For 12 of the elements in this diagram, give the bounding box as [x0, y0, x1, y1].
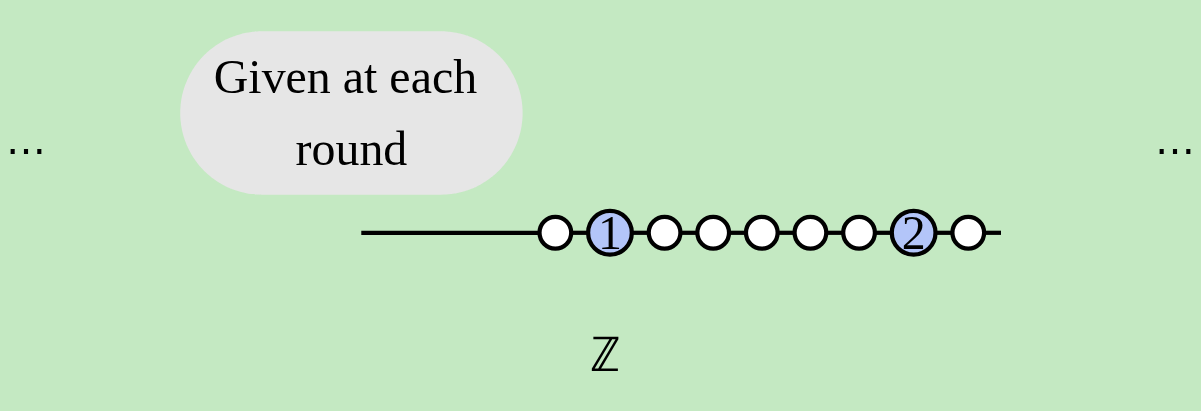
ellipsis: ⋯ — [1154, 126, 1196, 174]
node-circle — [950, 214, 987, 251]
node-circle — [841, 214, 877, 251]
node-circle: 1 — [586, 208, 634, 257]
node-circle — [646, 214, 683, 251]
node-circle — [792, 214, 829, 251]
ellipsis: ⋯ — [5, 126, 47, 174]
set-symbol: ℤ — [590, 327, 620, 383]
node-circle — [743, 214, 780, 251]
node-circle — [695, 214, 732, 251]
node-circle — [537, 214, 574, 251]
node-circle: 2 — [889, 208, 938, 257]
